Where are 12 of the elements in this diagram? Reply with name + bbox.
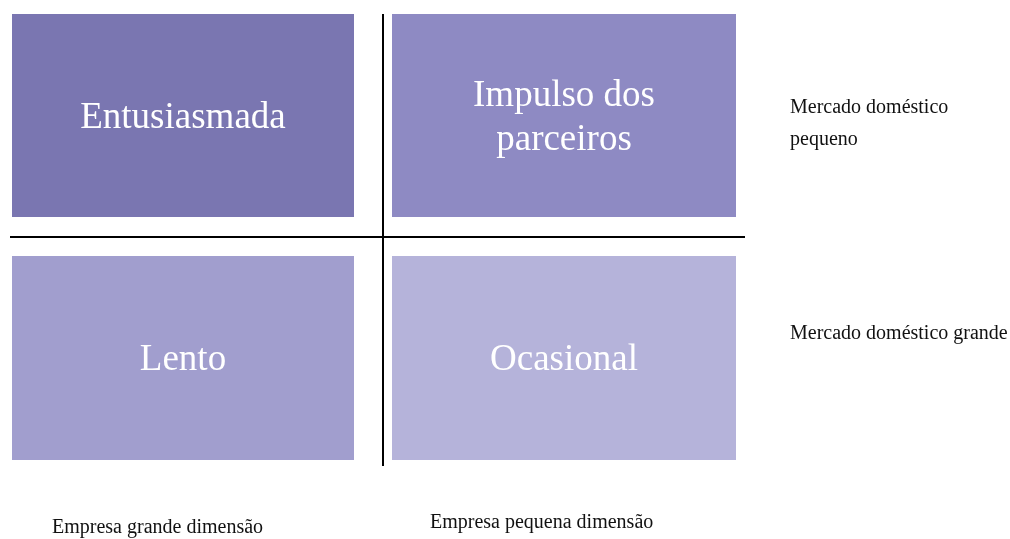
quadrant-box [12, 256, 354, 460]
quadrant-label: Entusiasmada [80, 93, 286, 138]
quadrant-box [392, 14, 736, 217]
quadrant-box [12, 14, 354, 217]
quadrant-label: Impulso dos parceiros [472, 71, 656, 160]
row-label: Mercado doméstico grande [790, 320, 1009, 346]
quadrant-label: Lento [139, 336, 227, 380]
row-label: Mercado doméstico pequeno [790, 94, 950, 152]
column-label: Empresa pequena dimensão [430, 509, 655, 535]
column-label: Empresa grande dimensão [52, 514, 265, 539]
quadrant-label: Ocasional [490, 336, 638, 380]
quadrant-box [392, 256, 736, 460]
